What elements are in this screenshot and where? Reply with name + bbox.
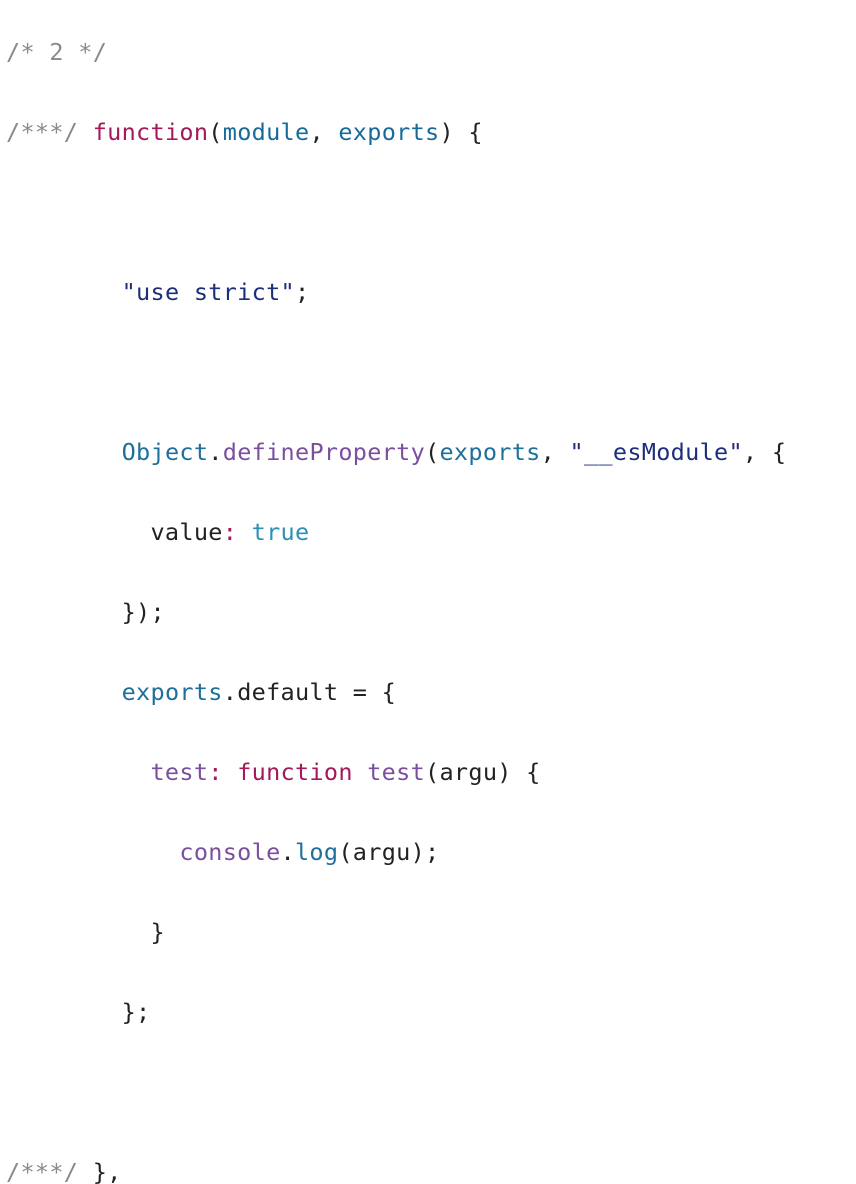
function-keyword-inner: function	[237, 758, 353, 786]
code-line-10: test: function test(argu) {	[150, 758, 541, 786]
code-line-1: /* 2 */	[6, 32, 786, 72]
argu-argument: argu	[352, 838, 411, 866]
code-line-7: value: true	[150, 518, 310, 546]
code-line-15: /***/ },	[6, 1158, 122, 1184]
code-line-13: };	[121, 998, 151, 1026]
function-keyword: function	[92, 118, 209, 146]
code-viewer-page: { "code": { "comment_module_id": "/* 2 *…	[6, 38, 786, 1184]
use-strict-string: "use strict"	[121, 278, 295, 306]
exports-identifier: exports	[121, 678, 223, 706]
code-line-12: }	[150, 918, 165, 946]
log-method: log	[294, 838, 339, 866]
code-block: /* 2 */ /***/ function(module, exports) …	[6, 0, 786, 1184]
module-id-comment: /* 2 */	[6, 38, 108, 66]
code-line-9: exports.default = {	[121, 678, 397, 706]
exports-argument: exports	[439, 438, 541, 466]
module-end-comment: /***/	[6, 1158, 79, 1184]
code-line-2: /***/ function(module, exports) {	[6, 118, 483, 146]
code-line-14	[6, 1072, 786, 1112]
code-line-11: console.log(argu);	[179, 838, 440, 866]
console-identifier: console	[179, 838, 281, 866]
argu-param: argu	[439, 758, 498, 786]
code-line-5	[6, 352, 786, 392]
param-exports: exports	[338, 118, 440, 146]
true-literal: true	[251, 518, 310, 546]
param-module: module	[222, 118, 310, 146]
default-property: default	[237, 678, 339, 706]
object-identifier: Object	[121, 438, 209, 466]
code-line-6: Object.defineProperty(exports, "__esModu…	[121, 438, 787, 466]
value-property: value	[150, 518, 223, 546]
code-line-8: });	[121, 598, 165, 626]
test-property: test	[150, 758, 209, 786]
define-property-method: defineProperty	[222, 438, 426, 466]
module-marker-comment: /***/	[6, 118, 79, 146]
code-line-4: "use strict";	[121, 278, 310, 306]
code-line-3	[6, 192, 786, 232]
esmodule-string: "__esModule"	[569, 438, 743, 466]
test-function-name: test	[367, 758, 426, 786]
